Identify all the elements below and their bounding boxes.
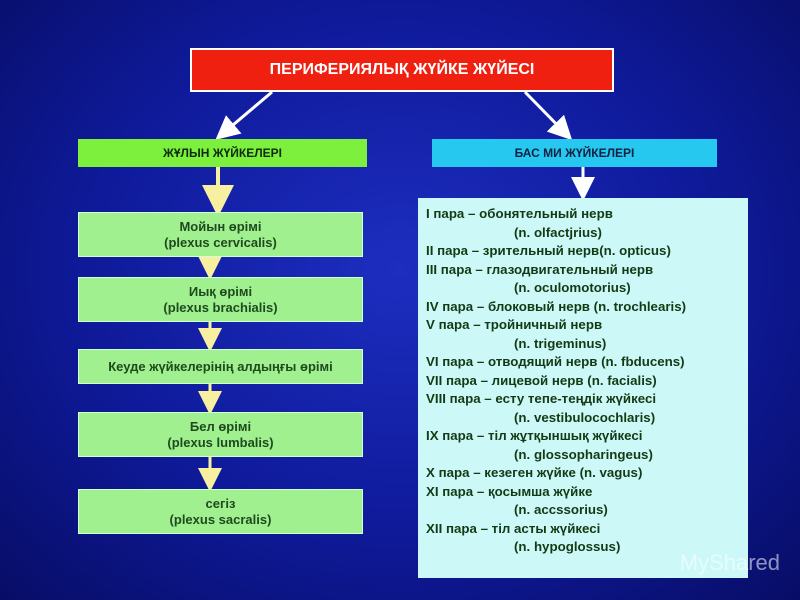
spinal-nerves-header: ЖҰЛЫН ЖҮЙКЕЛЕРІ — [78, 139, 367, 167]
cranial-nerves-list: I пара – обонятельный нерв (n. olfactjriu… — [418, 198, 748, 578]
plexus-name: Мойын өрімі — [179, 218, 262, 234]
cranial-nerve-latin: (n. glossopharingeus) — [514, 446, 653, 462]
plexus-box: сегіз(plexus sacralis) — [78, 489, 363, 534]
cranial-nerve-line: IV пара – блоковый нерв (n. trochlearis) — [426, 298, 687, 314]
cranial-nerve-line: XI пара – қосымша жүйке — [426, 483, 593, 499]
title-box: ПЕРИФЕРИЯЛЫҚ ЖҮЙКЕ ЖҮЙЕСІ — [190, 48, 614, 92]
cranial-nerve-latin: (n. hypoglossus) — [514, 539, 621, 554]
cranial-nerve-line: VII пара – лицевой нерв (n. facialis) — [426, 372, 657, 388]
cranial-nerve-latin: (n. vestibulocochlaris) — [514, 409, 656, 425]
plexus-latin: (plexus brachialis) — [163, 299, 278, 315]
cranial-nerve-line: II пара – зрительный нерв(n. opticus) — [426, 243, 671, 258]
plexus-box: Бел өрімі(plexus lumbalis) — [78, 412, 363, 457]
plexus-name: Кеуде жүйкелерінің алдыңғы өрімі — [108, 358, 333, 374]
cranial-nerve-latin: (n. oculomotorius) — [514, 280, 631, 295]
plexus-name: сегіз — [205, 495, 236, 511]
plexus-name: Иық өрімі — [188, 283, 253, 299]
cranial-nerve-line: IX пара – тіл жұтқыншық жүйкесі — [426, 428, 643, 443]
cranial-nerves-header: БАС МИ ЖҮЙКЕЛЕРІ — [432, 139, 717, 167]
arrow-to-cranial — [523, 90, 573, 141]
plexus-box: Кеуде жүйкелерінің алдыңғы өрімі — [78, 349, 363, 384]
arrow-to-spinal — [215, 90, 273, 140]
cranial-nerve-line: III пара – глазодвигательный нерв — [426, 261, 654, 277]
cranial-nerve-line: VI пара – отводящий нерв (n. fbducens) — [426, 354, 685, 369]
cranial-nerve-latin: (n. trigeminus) — [514, 335, 607, 351]
watermark: MyShared — [679, 550, 780, 575]
cranial-nerve-line: XII пара – тіл асты жүйкесі — [426, 520, 601, 536]
cranial-nerve-line: X пара – кезеген жүйке (n. vagus) — [426, 465, 643, 480]
cranial-nerve-line: V пара – тройничный нерв — [426, 317, 603, 332]
plexus-latin: (plexus sacralis) — [169, 511, 272, 527]
plexus-latin: (plexus cervicalis) — [164, 234, 277, 250]
cranial-nerve-line: VIII пара – есту тепе-теңдік жүйкесі — [426, 391, 657, 406]
cranial-nerve-latin: (n. accssorius) — [514, 502, 608, 517]
cranial-nerve-latin: (n. olfactjrius) — [514, 224, 602, 240]
cranial-nerve-line: I пара – обонятельный нерв — [426, 206, 613, 221]
plexus-box: Иық өрімі(plexus brachialis) — [78, 277, 363, 322]
plexus-latin: (plexus lumbalis) — [167, 434, 274, 450]
plexus-name: Бел өрімі — [189, 418, 252, 434]
plexus-box: Мойын өрімі(plexus cervicalis) — [78, 212, 363, 257]
